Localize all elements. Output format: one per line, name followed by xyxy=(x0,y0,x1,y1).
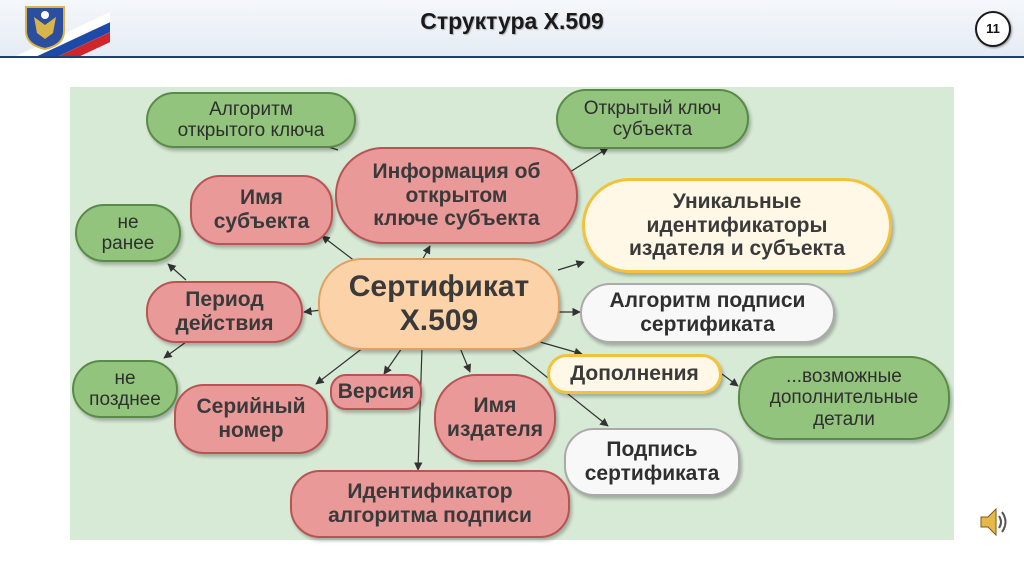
node-unique-identifiers: Уникальные идентификаторы издателя и суб… xyxy=(582,178,892,273)
slide-header: Структура X.509 11 xyxy=(0,0,1024,58)
node-issuer-name: Имя издателя xyxy=(434,374,556,462)
slide-number: 11 xyxy=(975,11,1011,47)
node-public-key-info: Информация об открытом ключе субъекта xyxy=(335,147,578,244)
arrow-to-not-before xyxy=(167,263,187,281)
node-version: Версия xyxy=(330,374,422,410)
node-serial-number: Серийный номер xyxy=(174,384,328,454)
arrow-to-issuer xyxy=(459,347,471,373)
coat-of-arms-icon xyxy=(25,6,65,51)
node-not-before: не ранее xyxy=(75,204,181,262)
node-subject-name: Имя субъекта xyxy=(190,175,333,245)
node-certificate-x509: Сертификат X.509 xyxy=(318,258,560,350)
arrow-to-public-key-subject xyxy=(569,147,609,173)
node-extensions: Дополнения xyxy=(547,354,722,394)
arrow-to-version xyxy=(383,347,403,375)
arrow-to-possible-details xyxy=(721,373,739,387)
node-signature-algorithm: Алгоритм подписи сертификата xyxy=(580,283,835,343)
node-validity-period: Период действия xyxy=(146,281,303,343)
node-not-after: не позднее xyxy=(72,360,178,418)
node-algorithm-public-key: Алгоритм открытого ключа xyxy=(146,92,356,148)
arrow-to-extensions xyxy=(539,341,583,356)
node-public-key-subject: Открытый ключ субъекта xyxy=(556,89,749,149)
arrow-to-serial xyxy=(315,343,369,385)
page-title: Структура X.509 xyxy=(420,8,604,34)
node-algorithm-identifier: Идентификатор алгоритма подписи xyxy=(290,470,570,538)
node-possible-details: ...возможные дополнительные детали xyxy=(738,356,950,440)
speaker-icon[interactable] xyxy=(978,505,1008,539)
arrow-to-unique-ids xyxy=(557,260,585,271)
arrow-to-not-after xyxy=(163,341,187,359)
node-certificate-signature: Подпись сертификата xyxy=(564,428,740,496)
arrow-to-algorithm-identifier xyxy=(414,347,423,471)
